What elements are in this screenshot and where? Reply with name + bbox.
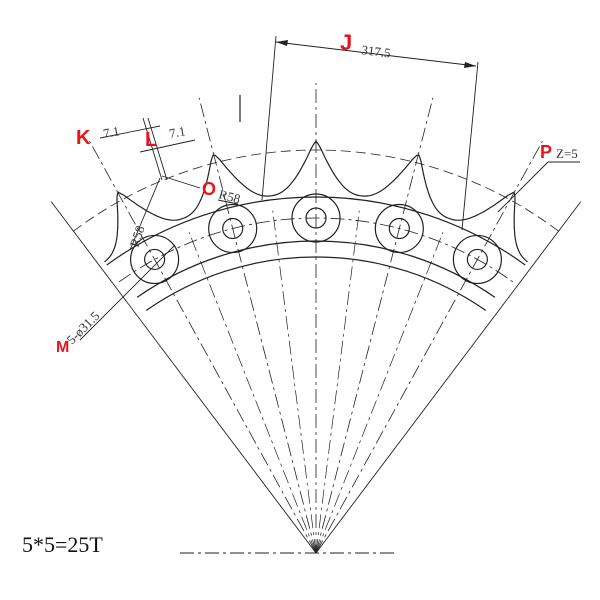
- dimension-k-l: K 7.1 L 7.1: [76, 117, 196, 181]
- tooth-profile: [104, 139, 528, 263]
- inner-ring-arc: [136, 240, 496, 298]
- bolt-boss-circle: [130, 234, 180, 285]
- radial-centerline: [315, 140, 543, 554]
- bolt-hole: [466, 248, 488, 271]
- pitch-circle: [118, 217, 514, 283]
- radial-centerline: [315, 210, 360, 554]
- dimension-o: O R58 R58: [127, 175, 242, 251]
- label-l: L: [145, 129, 157, 151]
- bolt-hole: [305, 207, 327, 229]
- segment-edge-line: [50, 201, 317, 554]
- bolt-hole: [222, 217, 244, 240]
- radial-centerline: [315, 232, 444, 554]
- value-o: R58: [217, 186, 242, 206]
- tip-circle: [73, 149, 559, 232]
- radial-centerline: [315, 97, 434, 554]
- bolt-boss-circle: [291, 193, 341, 243]
- bolt-boss-circle: [374, 203, 424, 254]
- radial-centerline: [89, 140, 317, 554]
- bolt-boss-circle: [208, 203, 258, 254]
- value-m: 5-ø31.5: [64, 308, 103, 347]
- value-j: 317.5: [361, 42, 392, 60]
- bolt-hole: [144, 248, 166, 271]
- label-j: J: [340, 30, 352, 55]
- teeth-count-note: 5*5=25T: [22, 532, 103, 557]
- value-l: 7.1: [168, 123, 187, 141]
- label-k: K: [76, 127, 91, 149]
- dimension-j: J 317.5: [261, 30, 479, 231]
- bolt-hole: [388, 217, 410, 240]
- inner-bore-arc: [145, 256, 487, 312]
- label-o: O: [202, 179, 216, 199]
- dimension-m: M 5-ø31.5: [56, 244, 176, 356]
- dimension-p: P Z=5: [497, 142, 580, 213]
- label-p: P: [540, 142, 552, 162]
- label-m: M: [56, 339, 69, 356]
- radial-centerline: [188, 232, 317, 554]
- segment-edge-line: [315, 201, 582, 554]
- bolt-boss-circle: [452, 234, 502, 285]
- radial-centerline: [198, 97, 317, 554]
- radius-label: R58: [127, 224, 148, 249]
- radial-centerline: [272, 210, 317, 554]
- value-p: Z=5: [556, 146, 578, 161]
- value-k: 7.1: [102, 123, 121, 141]
- outer-ring-arc: [106, 196, 526, 266]
